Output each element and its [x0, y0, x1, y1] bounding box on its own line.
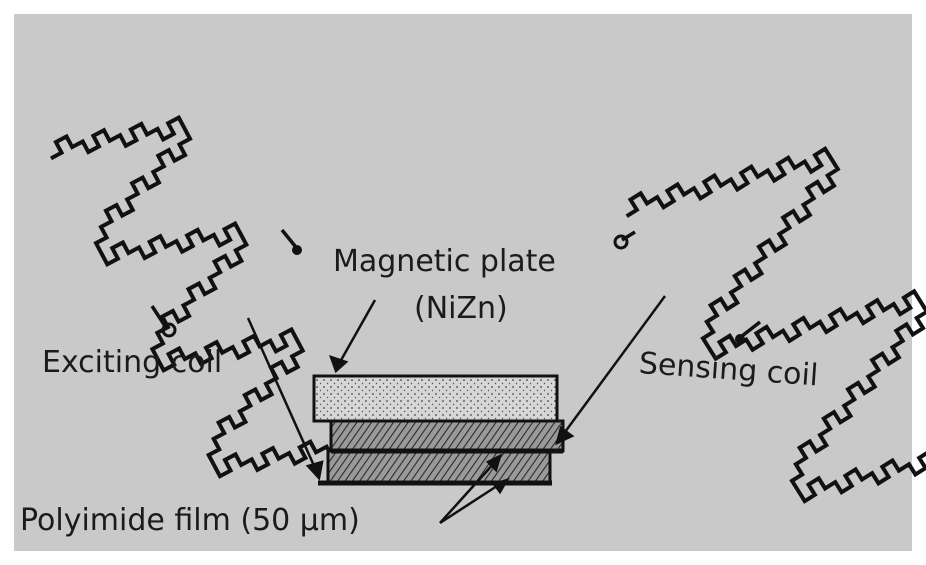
sensing-coil-terminal-bottom: [735, 334, 745, 344]
magnetic-plate-layer: [312, 374, 559, 423]
layer-stack: [312, 374, 565, 486]
sensing-coil-layer: [329, 419, 565, 453]
sensing-coil-terminal-left: [613, 234, 629, 250]
exciting-coil: [50, 114, 359, 479]
polyimide-film-label: Polyimide film (50 μm): [20, 503, 360, 538]
exciting-coil-terminal-bottom: [161, 322, 177, 338]
exciting-coil-label: Exciting coil: [42, 345, 223, 380]
exciting-coil-terminal-top: [292, 245, 302, 255]
sensing-coil: [625, 146, 926, 504]
leader-lines: [246, 295, 667, 525]
magnetic-plate-material-label: (NiZn): [414, 291, 508, 326]
exciting-coil-layer: [326, 449, 552, 485]
magnetic-plate-label: Magnetic plate: [333, 244, 556, 279]
